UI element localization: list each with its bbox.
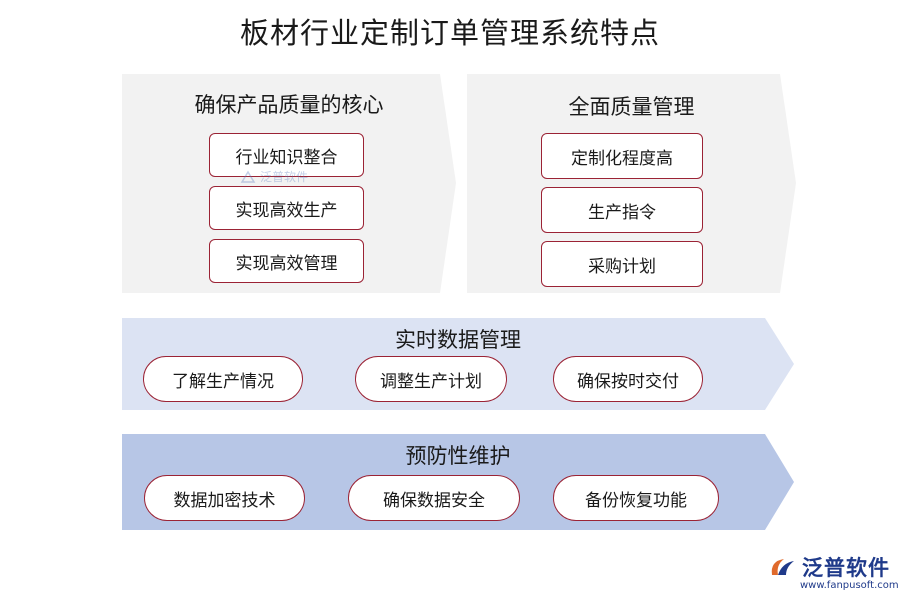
band-title-preventive: 预防性维护 bbox=[405, 444, 511, 468]
band-title-realtime-data: 实时数据管理 bbox=[395, 328, 521, 352]
watermark-logo-icon bbox=[240, 170, 256, 183]
page-title: 板材行业定制订单管理系统特点 bbox=[239, 16, 660, 50]
panel-quality-core-shape bbox=[122, 74, 456, 293]
item-efficient-management: 实现高效管理 bbox=[209, 239, 364, 283]
item-on-time-delivery: 确保按时交付 bbox=[553, 356, 703, 402]
item-adjust-plan: 调整生产计划 bbox=[355, 356, 507, 402]
brand-name: 泛普软件 bbox=[802, 556, 890, 580]
watermark-text: 泛普软件 bbox=[260, 170, 309, 184]
item-data-security: 确保数据安全 bbox=[348, 475, 520, 521]
brand-logo: 泛普软件 bbox=[768, 552, 890, 582]
item-efficient-production: 实现高效生产 bbox=[209, 186, 364, 230]
item-customization-level: 定制化程度高 bbox=[541, 133, 703, 179]
brand-url: www.fanpusoft.com bbox=[800, 580, 899, 591]
panel-title-quality-core: 确保产品质量的核心 bbox=[194, 93, 384, 117]
item-purchase-plan: 采购计划 bbox=[541, 241, 703, 287]
item-industry-knowledge: 行业知识整合 bbox=[209, 133, 364, 177]
item-data-encryption: 数据加密技术 bbox=[144, 475, 305, 521]
item-understand-production: 了解生产情况 bbox=[143, 356, 303, 402]
brand-logo-icon bbox=[771, 559, 794, 575]
item-backup-recovery: 备份恢复功能 bbox=[553, 475, 719, 521]
panel-title-total-quality: 全面质量管理 bbox=[568, 95, 695, 119]
watermark: 泛普软件 bbox=[240, 168, 308, 185]
panel-total-quality-shape bbox=[467, 74, 796, 293]
item-production-order: 生产指令 bbox=[541, 187, 703, 233]
